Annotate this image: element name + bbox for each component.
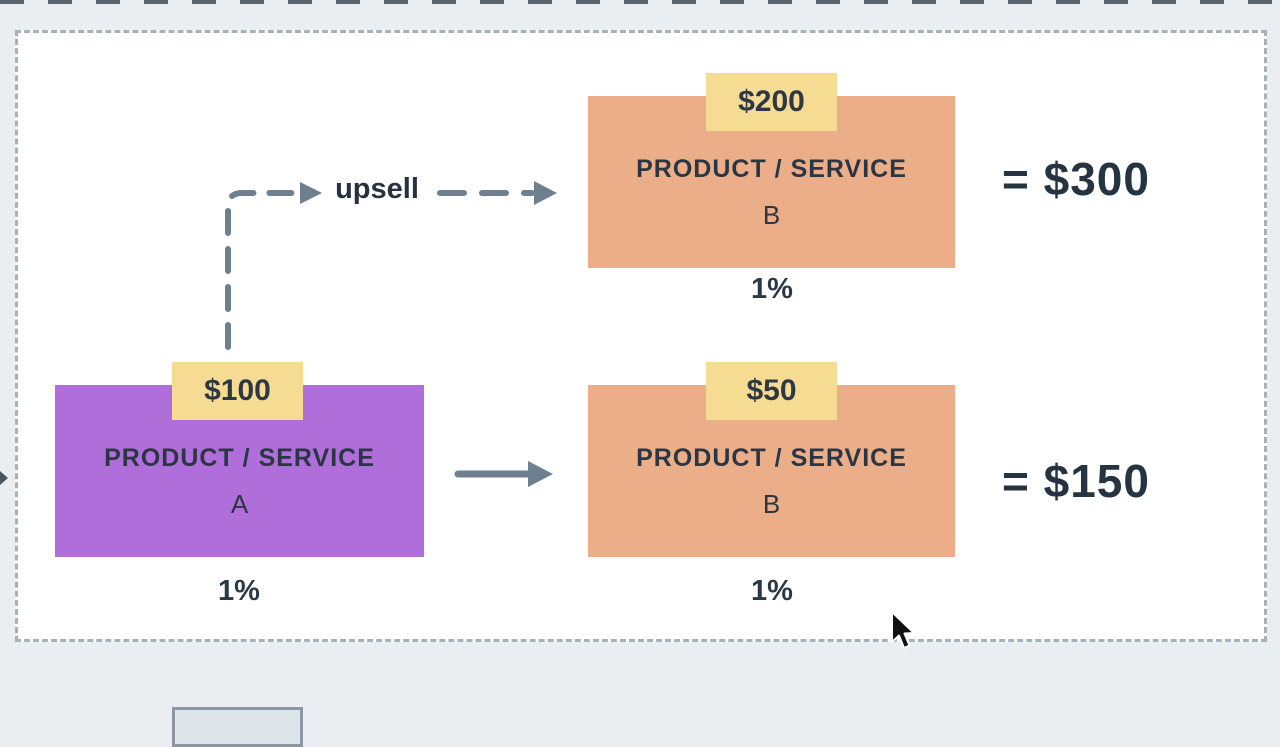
- product-b-rate[interactable]: 1%: [751, 575, 793, 607]
- product-a-subtitle: A: [230, 489, 249, 519]
- left-edge-marker-icon: [0, 471, 8, 485]
- upsell-label[interactable]: upsell: [335, 173, 419, 205]
- product-a-price-tag[interactable]: $100: [172, 362, 303, 420]
- clipped-top-dashed-line: [0, 0, 1280, 4]
- base-total-text[interactable]: = $150: [1002, 455, 1150, 507]
- product-b-upsell-subtitle: B: [762, 200, 781, 230]
- product-b-price-tag[interactable]: $50: [706, 362, 837, 420]
- clipped-bottom-shape[interactable]: [172, 707, 303, 747]
- product-b-subtitle: B: [762, 489, 781, 519]
- product-b-title: PRODUCT / SERVICE: [636, 444, 907, 472]
- product-a-rate[interactable]: 1%: [218, 575, 260, 607]
- product-a-price: $100: [204, 374, 271, 407]
- product-a-title: PRODUCT / SERVICE: [104, 444, 375, 472]
- upsell-total-text[interactable]: = $300: [1002, 153, 1150, 205]
- product-b-upsell-title: PRODUCT / SERVICE: [636, 155, 907, 183]
- product-b-upsell-rate[interactable]: 1%: [751, 273, 793, 305]
- product-b-upsell-price-tag[interactable]: $200: [706, 73, 837, 131]
- product-b-price: $50: [746, 374, 797, 407]
- product-b-upsell-price: $200: [738, 85, 805, 118]
